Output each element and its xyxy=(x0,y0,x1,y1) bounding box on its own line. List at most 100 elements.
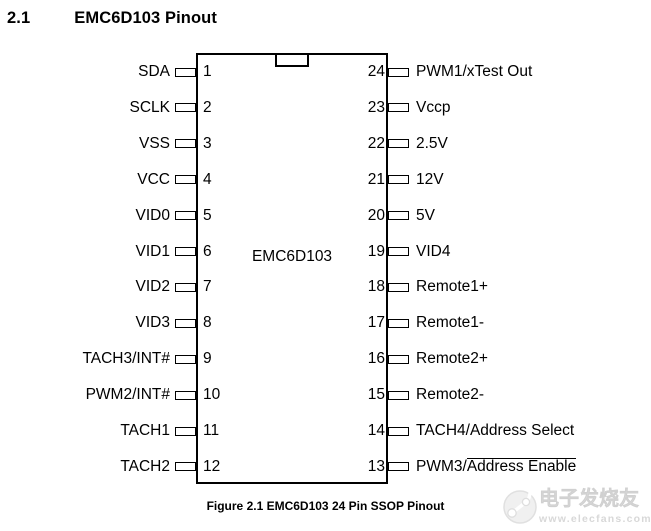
section-heading: 2.1 EMC6D103 Pinout xyxy=(7,9,217,28)
pin-row: VID3 xyxy=(0,314,196,332)
pin-label: TACH4/Address Select xyxy=(416,422,575,440)
pin-number: 15 xyxy=(367,386,385,404)
pin-box xyxy=(175,462,196,472)
pin-label: TACH1 xyxy=(120,422,170,440)
pin-number: 4 xyxy=(203,170,212,188)
pin-label: Vccp xyxy=(416,98,451,116)
pin-box xyxy=(388,426,409,436)
pin-box xyxy=(388,175,409,185)
pin-box xyxy=(388,247,409,257)
pin-number: 22 xyxy=(367,134,385,152)
pin-number: 24 xyxy=(367,63,385,80)
pin-number: 2 xyxy=(203,98,212,116)
elecfans-watermark: 电子发烧友 www.elecfans.com xyxy=(503,483,651,525)
pin-number: 16 xyxy=(367,350,385,368)
pin-row: TACH4/Address Select xyxy=(388,422,651,440)
pin-number: 14 xyxy=(367,422,385,440)
pin-number: 6 xyxy=(203,242,212,260)
pin-number: 11 xyxy=(203,422,220,440)
chip-body: EMC6D103 xyxy=(196,53,388,484)
section-number: 2.1 xyxy=(7,9,31,27)
pin-label: PWM2/INT# xyxy=(85,386,170,404)
pin-box xyxy=(175,354,196,364)
pin-number: 23 xyxy=(367,98,385,116)
pin-box xyxy=(175,390,196,400)
pin-number: 17 xyxy=(367,314,385,332)
pin-row: SDA xyxy=(0,63,196,81)
pin-label: 5V xyxy=(416,206,435,224)
pin-row: PWM1/xTest Out xyxy=(388,63,651,81)
pin-row: TACH2 xyxy=(0,458,196,476)
pin-box xyxy=(175,426,196,436)
chip-orientation-notch xyxy=(275,55,309,67)
pin-number: 13 xyxy=(367,457,385,475)
pin-box xyxy=(175,318,196,328)
pin-label: VCC xyxy=(137,170,170,188)
pin-label: 2.5V xyxy=(416,134,448,152)
pin-number: 19 xyxy=(367,242,385,260)
right-pin-column: PWM1/xTest Out Vccp 2.5V 12V 5V VID4 Rem… xyxy=(388,63,651,476)
pin-label: Remote1+ xyxy=(416,278,488,296)
pin-label: 12V xyxy=(416,170,444,188)
pin-row: VID0 xyxy=(0,207,196,225)
pin-row: TACH3/INT# xyxy=(0,350,196,368)
pin-label-active-low: Address Enable xyxy=(466,457,577,475)
pin-number: 8 xyxy=(203,314,212,332)
figure-caption: Figure 2.1 EMC6D103 24 Pin SSOP Pinout xyxy=(206,499,445,513)
pin-label: TACH3/INT# xyxy=(82,350,170,368)
pin-row: 2.5V xyxy=(388,135,651,153)
pin-label: TACH2 xyxy=(120,457,170,475)
pin-number: 3 xyxy=(203,134,212,152)
pin-number: 7 xyxy=(203,278,212,296)
pin-row: VID1 xyxy=(0,243,196,261)
pin-label: Remote1- xyxy=(416,314,485,332)
pin-label-prefix: PWM3/ xyxy=(416,457,467,475)
pin-box xyxy=(388,318,409,328)
pin-row: SCLK xyxy=(0,99,196,117)
pin-label: VID4 xyxy=(416,242,451,260)
pin-row: TACH1 xyxy=(0,422,196,440)
pin-row: Vccp xyxy=(388,99,651,117)
pin-box xyxy=(175,67,196,77)
pin-label: SCLK xyxy=(129,98,171,116)
pin-box xyxy=(175,103,196,113)
pin-label: SDA xyxy=(138,63,170,80)
pin-label: VID3 xyxy=(135,314,170,332)
pin-number: 12 xyxy=(203,457,221,475)
section-title: EMC6D103 Pinout xyxy=(74,9,217,27)
elecfans-logo-icon xyxy=(503,483,537,524)
pin-number: 9 xyxy=(203,350,212,368)
pin-box xyxy=(175,175,196,185)
pin-box xyxy=(388,211,409,221)
pin-row: PWM2/INT# xyxy=(0,386,196,404)
pin-box xyxy=(388,354,409,364)
pin-label: VSS xyxy=(138,134,170,152)
pin-number: 20 xyxy=(367,206,385,224)
pin-label: PWM3/Address Enable xyxy=(416,457,577,476)
pin-label: VID0 xyxy=(135,206,170,224)
pin-number: 1 xyxy=(203,63,212,80)
left-pin-column: SDA SCLK VSS VCC VID0 VID1 VID2 VID3 TAC… xyxy=(0,63,196,476)
pin-label: VID1 xyxy=(135,242,170,260)
pin-box xyxy=(175,139,196,149)
pin-box xyxy=(388,103,409,113)
pin-row: Remote1+ xyxy=(388,278,651,296)
pin-row: Remote1- xyxy=(388,314,651,332)
pin-row: PWM3/Address Enable xyxy=(388,457,651,476)
pin-label: Remote2+ xyxy=(416,350,488,368)
pin-box xyxy=(388,139,409,149)
pin-box xyxy=(175,282,196,292)
pin-box xyxy=(388,282,409,292)
pin-row: VCC xyxy=(0,171,196,189)
pin-number: 10 xyxy=(203,386,221,404)
left-pin-numbers: 1 2 3 4 5 6 7 8 9 10 11 12 xyxy=(203,63,243,476)
pin-row: 12V xyxy=(388,171,651,189)
pin-label: Remote2- xyxy=(416,386,485,404)
pin-label: PWM1/xTest Out xyxy=(416,63,533,80)
pin-row: VID4 xyxy=(388,243,651,261)
pin-box xyxy=(388,462,409,472)
pin-row: Remote2+ xyxy=(388,350,651,368)
pin-row: Remote2- xyxy=(388,386,651,404)
pin-label: VID2 xyxy=(135,278,170,296)
